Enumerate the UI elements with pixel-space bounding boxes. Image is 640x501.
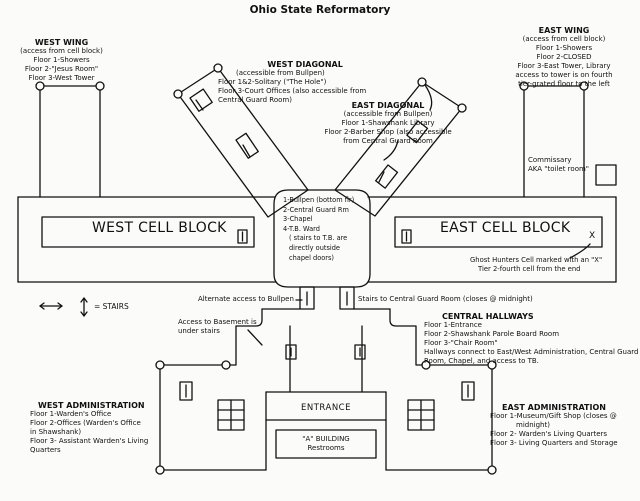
east-diagonal-line: Floor 2-Barber Shop (also accessible xyxy=(324,128,452,136)
basement-line: Access to Basement is xyxy=(178,318,257,326)
east-diagonal-outline xyxy=(334,77,467,217)
page-title: Ohio State Reformatory xyxy=(249,4,391,16)
stairs-guard-room-label: Stairs to Central Guard Room (closes @ m… xyxy=(358,295,533,303)
west-admin-line: in Shawshank) xyxy=(30,428,82,436)
center-room-line: 3-Chapel xyxy=(283,215,313,224)
commissary-room xyxy=(595,164,617,186)
center-room-line: chapel doors) xyxy=(289,253,334,262)
hub-stairs xyxy=(299,286,355,310)
east-diagonal-line: Floor 1-Shawshank Library xyxy=(341,119,435,127)
legend-arrows xyxy=(39,297,88,317)
central-hallways-line: Floor 2-Shawshank Parole Board Room xyxy=(424,330,560,338)
west-diagonal-label: WEST DIAGONAL (accessible from Bullpen) … xyxy=(218,60,366,105)
central-hallways-outline xyxy=(225,308,427,393)
east-cell-block-outline xyxy=(394,216,603,248)
west-admin-line: Quarters xyxy=(30,446,61,454)
west-admin-line: Floor 1-Warden's Office xyxy=(30,410,112,418)
east-wing-line: (access from cell block) xyxy=(522,35,606,43)
entrance-outline xyxy=(265,391,387,471)
west-diagonal-line: (accessible from Bullpen) xyxy=(236,69,325,77)
west-cell-block-outline xyxy=(41,216,255,248)
west-wing-line: (access from cell block) xyxy=(20,47,103,55)
ghost-cell-marker: X xyxy=(589,231,596,241)
west-diagonal-heading: WEST DIAGONAL xyxy=(267,60,343,69)
east-wing-outline xyxy=(519,81,589,198)
west-diagonal-line: Central Guard Room) xyxy=(218,96,292,104)
west-wing-heading: WEST WING xyxy=(34,38,89,47)
east-wing-line: Floor 1-Showers xyxy=(535,44,593,52)
center-room-line: 2-Central Guard Rm xyxy=(283,205,349,214)
center-room-line: ( stairs to T.B. are xyxy=(289,234,348,243)
center-room-line: directly outside xyxy=(289,243,340,252)
east-wing-heading: EAST WING xyxy=(538,26,590,35)
east-cell-block-title: EAST CELL BLOCK xyxy=(440,220,571,236)
east-diagonal-pointer-2 xyxy=(424,84,433,111)
ghost-hunters-line: Ghost Hunters Cell marked with an "X" xyxy=(470,256,603,264)
a-building-line: Restrooms xyxy=(307,444,345,452)
west-administration-outline xyxy=(155,360,267,475)
west-diagonal-line: Floor 1&2-Solitary ("The Hole") xyxy=(218,78,327,86)
east-wing-line: tier-grated floor to the left xyxy=(518,80,610,88)
east-administration-heading: EAST ADMINISTRATION xyxy=(502,403,606,412)
west-wing-line: Floor 1-Showers xyxy=(33,56,90,64)
ghost-hunters-label: Ghost Hunters Cell marked with an "X" Ti… xyxy=(470,256,602,274)
east-admin-line: Floor 3- Living Quarters and Storage xyxy=(490,439,618,447)
west-admin-line: Floor 2-Offices (Warden's Office xyxy=(30,419,141,427)
east-diagonal-label: EAST DIAGONAL (accessible from Bullpen) … xyxy=(318,101,458,146)
center-room-line: 1-Bullpen (bottom flr) xyxy=(283,196,355,204)
commissary-line: AKA "toilet room" xyxy=(528,165,590,173)
central-hallways-line: Floor 3-"Chair Room" xyxy=(424,339,498,347)
east-wing-line: access to tower is on fourth xyxy=(515,71,613,79)
center-hub-outline xyxy=(273,189,371,288)
central-hallways-line: Floor 1-Entrance xyxy=(424,321,482,329)
a-building-line: "A" BUILDING xyxy=(302,435,350,443)
west-cell-block-title: WEST CELL BLOCK xyxy=(92,220,227,236)
east-admin-line: Floor 1-Museum/Gift Shop (closes @ xyxy=(490,412,617,420)
east-administration-label: EAST ADMINISTRATION Floor 1-Museum/Gift … xyxy=(490,403,618,448)
east-admin-line: midnight) xyxy=(516,421,550,429)
east-wing-label: EAST WING (access from cell block) Floor… xyxy=(508,26,620,89)
central-hallways-line: Hallways connect to East/West Administra… xyxy=(424,348,639,356)
west-administration-heading: WEST ADMINISTRATION xyxy=(38,401,145,410)
east-diagonal-line: from Central Guard Room xyxy=(343,137,433,145)
west-wing-line: Floor 3-West Tower xyxy=(28,74,95,82)
east-wing-line: Floor 2-CLOSED xyxy=(536,53,592,61)
basement-label: Access to Basement is under stairs xyxy=(178,318,257,336)
a-building-label: "A" BUILDING Restrooms xyxy=(276,435,376,453)
east-diagonal-heading: EAST DIAGONAL xyxy=(351,101,425,110)
west-administration-label: WEST ADMINISTRATION Floor 1-Warden's Off… xyxy=(30,401,148,455)
main-corridor-outline xyxy=(17,196,617,283)
basement-line: under stairs xyxy=(178,327,220,335)
west-admin-line: Floor 3- Assistant Warden's Living xyxy=(30,437,149,445)
basement-pointer xyxy=(247,329,263,346)
stairs-legend-label: = STAIRS xyxy=(94,302,129,311)
east-wing-line: Floor 3-East Tower, Library xyxy=(517,62,611,70)
center-rooms-label: 1-Bullpen (bottom flr) 2-Central Guard R… xyxy=(283,196,354,263)
ghost-cell-pointer xyxy=(569,243,591,259)
east-diagonal-pointer xyxy=(383,139,399,161)
commissary-label: Commissary AKA "toilet room" xyxy=(528,156,589,174)
west-wing-line: Floor 2-"Jesus Room" xyxy=(24,65,99,73)
commissary-line: Commissary xyxy=(528,156,572,164)
east-diagonal-line: (accessible from Bullpen) xyxy=(343,110,433,118)
east-admin-line: Floor 2- Warden's Living Quarters xyxy=(490,430,608,438)
central-hallways-line: Room, Chapel, and access to TB. xyxy=(424,357,539,365)
west-wing-outline xyxy=(35,81,105,198)
ghost-hunters-line: Tier 2-fourth cell from the end xyxy=(478,265,581,273)
west-diagonal-line: Floor 3-Court Offices (also accessible f… xyxy=(218,87,367,95)
alt-access-label: Alternate access to Bullpen xyxy=(198,295,294,303)
central-hallways-label: CENTRAL HALLWAYS Floor 1-Entrance Floor … xyxy=(424,312,638,366)
central-hallways-heading: CENTRAL HALLWAYS xyxy=(442,312,534,321)
west-wing-label: WEST WING (access from cell block) Floor… xyxy=(14,38,109,83)
east-administration-outline xyxy=(385,360,497,475)
entrance-label: ENTRANCE xyxy=(301,403,351,413)
center-room-line: 4-T.B. Ward xyxy=(283,224,320,233)
